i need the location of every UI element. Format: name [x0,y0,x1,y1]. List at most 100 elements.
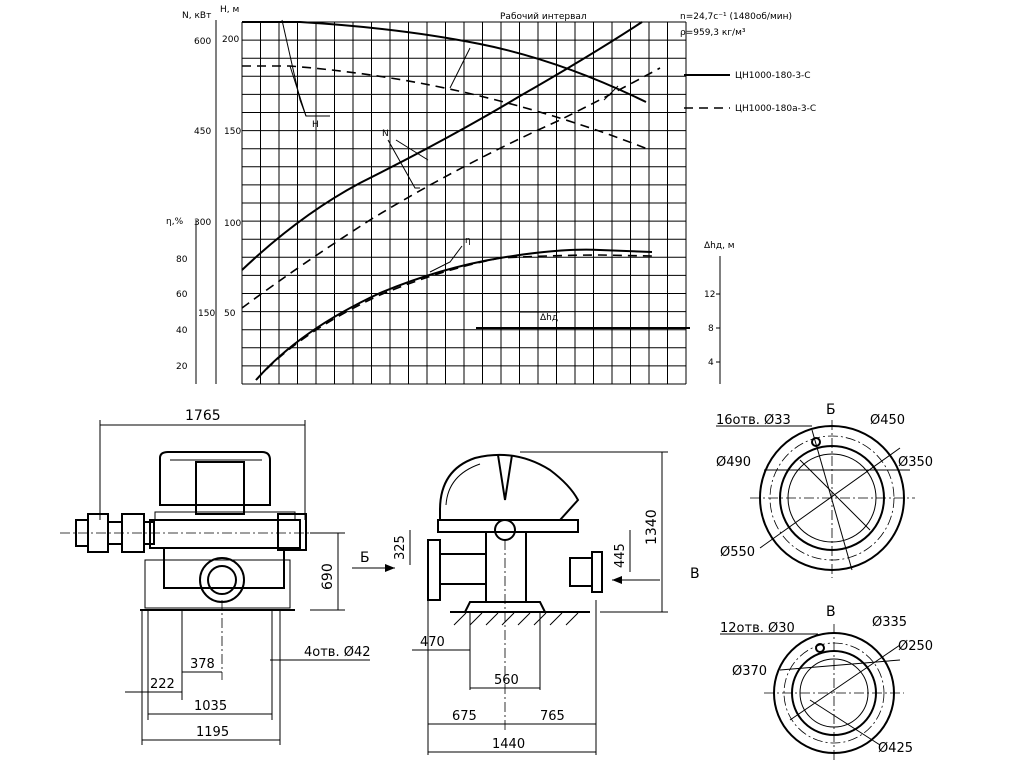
flange-b-d490: Ø490 [716,455,751,470]
dashed-leader [603,85,619,101]
h-tick: 200 [222,35,239,45]
legend-solid-label: ЦН1000-180-3-С [735,71,811,81]
bearing-right [277,513,307,551]
flange-b-d450: Ø450 [870,413,905,428]
arrow-v-label: В [690,566,700,582]
hatch [485,612,499,626]
conditions-density: ρ=959,3 кг/м³ [680,28,746,38]
dim-445: 445 [613,543,628,568]
hatch [501,612,515,626]
n-tick: 300 [194,218,211,228]
npsh-curve-label: Δhд [540,313,558,323]
dim-560: 560 [494,673,519,688]
n-tick: 600 [194,37,211,47]
volute-detail [445,463,481,506]
h-curve-dashed [242,65,651,151]
n-tick: 150 [198,309,215,319]
flange-v-drawing: В 12отв. Ø30 Ø335 Ø250 Ø370 Ø425 [720,604,933,762]
h-tick: 50 [224,309,236,319]
outlet-flange [591,551,603,593]
chart-grid [241,21,687,385]
n-leader-2 [395,139,429,161]
eta-leader [429,245,463,273]
dim-378: 378 [190,657,215,672]
npsh-tick: 4 [708,358,714,368]
n-curve-dashed [241,67,661,309]
dim-1340: 1340 [644,509,660,545]
n-curve-label: N [382,129,389,139]
dim-1440: 1440 [492,737,525,752]
hatch [517,612,531,626]
base-frame [144,559,291,609]
pump-lower-casing [163,547,285,589]
flange-v-d370: Ø370 [732,664,767,679]
leader [779,659,901,671]
dim-765: 765 [540,709,565,724]
arrow-b-label: Б [360,550,370,566]
dim-675: 675 [452,709,477,724]
n-axis-label: N, кВт [182,11,211,21]
flange-v-d250: Ø250 [898,639,933,654]
flange-strip [154,511,296,521]
dim-1195: 1195 [196,725,229,740]
flange-v-hole [815,643,825,653]
eta-tick: 20 [176,362,188,372]
dim-325: 325 [393,535,408,560]
dim-222: 222 [150,677,175,692]
shaft-end [494,519,516,541]
n-tick: 450 [194,127,211,137]
flange-b-d550: Ø550 [720,545,755,560]
flange-v-d335: Ø335 [872,615,907,630]
pedestal [485,531,527,603]
inlet-pipe [199,557,245,603]
h-curve-solid [242,21,647,103]
discharge-lip [497,454,513,501]
leader [811,429,853,571]
hatch [469,612,483,626]
npsh-tick: 8 [708,324,714,334]
flange-v-holes: 12отв. Ø30 [720,621,795,636]
h-axis-label: H, м [220,5,239,15]
flange-v-title: В [826,604,836,620]
h-leader-2 [289,65,307,117]
npsh-tick: 12 [704,290,715,300]
h-tick: 100 [224,219,241,229]
volute-upper [195,461,245,515]
leader [759,447,901,549]
n-curve-solid [241,21,643,271]
floor-hatch [453,612,579,626]
flange-b-title: Б [826,402,836,418]
eta-curve-dashed [255,254,653,381]
dim-1035: 1035 [194,699,227,714]
hatch [549,612,563,626]
holes-label: 4отв. Ø42 [304,645,371,660]
n-leader [387,139,420,189]
front-view-drawing: 1340 325 445 Б В 470 560 675 765 1440 [352,451,700,755]
dim-1765: 1765 [185,408,221,424]
flange-v-d425: Ø425 [878,741,913,756]
eta-curve-solid [255,248,653,381]
h-curve-label: H [312,120,319,130]
inlet-pipe-bore [207,565,237,595]
flange-b-drawing: Б 16отв. Ø33 Ø450 Ø490 Ø350 Ø550 [716,402,933,578]
h-tick: 150 [224,127,241,137]
hatch [565,612,579,626]
eta-tick: 80 [176,255,188,265]
flange-b-hole [811,437,821,447]
flange-b-holes: 16отв. Ø33 [716,413,791,428]
outlet-nozzle [569,557,593,587]
legend-dashed-label: ЦН1000-180а-3-С [735,104,816,114]
volute-casing [439,453,580,521]
npsh-axis-label: Δhд, м [704,241,735,251]
inlet-nozzle [439,553,487,585]
eta-tick: 40 [176,326,188,336]
h-leader-3 [449,47,471,89]
front-joint [437,519,579,533]
side-view-drawing: 1765 690 378 222 [60,408,371,745]
leader [809,699,881,746]
leader [789,644,901,721]
dim-470: 470 [420,635,445,650]
performance-chart: N, кВт H, м η,% Δhд, м 600 450 300 150 2… [166,5,816,385]
inlet-flange [427,539,441,601]
